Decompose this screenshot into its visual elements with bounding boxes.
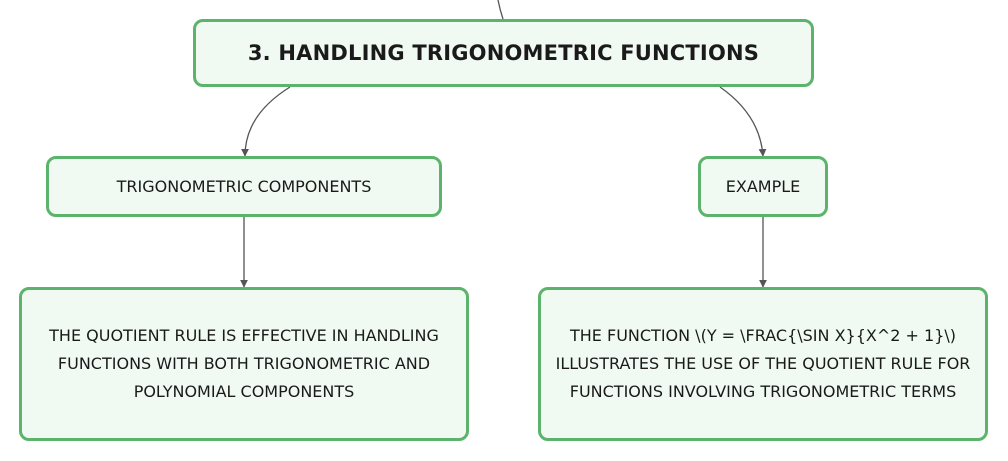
root-node-label: 3. HANDLING TRIGONOMETRIC FUNCTIONS	[247, 41, 760, 65]
root-node[interactable]: 3. HANDLING TRIGONOMETRIC FUNCTIONS	[193, 19, 814, 87]
example-detail-node[interactable]: THE FUNCTION \(Y = \FRAC{\SIN X}{X^2 + 1…	[538, 287, 988, 441]
example-node[interactable]: EXAMPLE	[698, 156, 828, 217]
example-detail-text: THE FUNCTION \(Y = \FRAC{\SIN X}{X^2 + 1…	[555, 326, 971, 401]
connector-root-to-components	[241, 86, 291, 157]
components-detail-text: THE QUOTIENT RULE IS EFFECTIVE IN HANDLI…	[49, 326, 439, 401]
trigonometric-components-label: TRIGONOMETRIC COMPONENTS	[116, 177, 372, 196]
connector-root-to-example	[719, 86, 767, 157]
connector-incoming	[497, 0, 504, 20]
trigonometric-components-node[interactable]: TRIGONOMETRIC COMPONENTS	[46, 156, 442, 217]
example-label: EXAMPLE	[725, 177, 801, 196]
components-detail-node[interactable]: THE QUOTIENT RULE IS EFFECTIVE IN HANDLI…	[19, 287, 469, 441]
